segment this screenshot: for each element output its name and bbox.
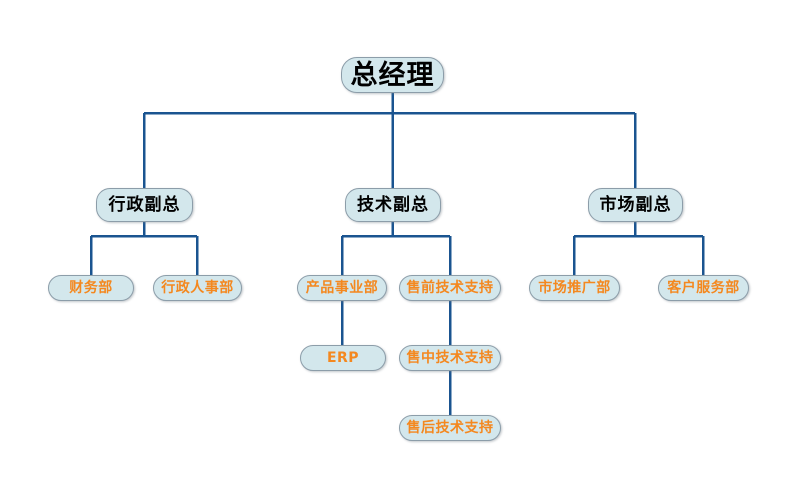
node-vp-admin-label: 行政副总	[108, 194, 181, 215]
node-vp-tech-label: 技术副总	[357, 194, 429, 215]
node-dept-service[interactable]: 客户服务部	[658, 275, 749, 301]
node-dept-aftersales[interactable]: 售后技术支持	[399, 415, 501, 441]
node-dept-aftersales-label: 售后技术支持	[406, 420, 494, 436]
node-vp-market-label: 市场副总	[599, 194, 672, 215]
node-dept-finance-label: 财务部	[69, 280, 113, 296]
node-dept-hr[interactable]: 行政人事部	[153, 275, 242, 301]
node-vp-admin[interactable]: 行政副总	[96, 188, 193, 222]
node-vp-tech[interactable]: 技术副总	[345, 188, 441, 222]
node-dept-erp-label: ERP	[326, 350, 360, 366]
node-dept-finance[interactable]: 财务部	[48, 275, 134, 301]
node-dept-midsales[interactable]: 售中技术支持	[399, 345, 501, 371]
node-general-manager[interactable]: 总经理	[341, 57, 444, 93]
node-dept-midsales-label: 售中技术支持	[406, 350, 494, 366]
node-dept-product-label: 产品事业部	[305, 280, 379, 296]
node-dept-product[interactable]: 产品事业部	[297, 275, 387, 301]
node-dept-presales[interactable]: 售前技术支持	[399, 275, 501, 301]
node-vp-market[interactable]: 市场副总	[588, 188, 683, 222]
node-dept-service-label: 客户服务部	[667, 280, 740, 296]
node-general-manager-label: 总经理	[350, 59, 435, 91]
node-dept-presales-label: 售前技术支持	[406, 280, 494, 296]
node-dept-promotion[interactable]: 市场推广部	[529, 275, 620, 301]
node-dept-hr-label: 行政人事部	[161, 280, 234, 296]
node-dept-erp[interactable]: ERP	[300, 345, 386, 371]
node-dept-promotion-label: 市场推广部	[538, 280, 611, 296]
